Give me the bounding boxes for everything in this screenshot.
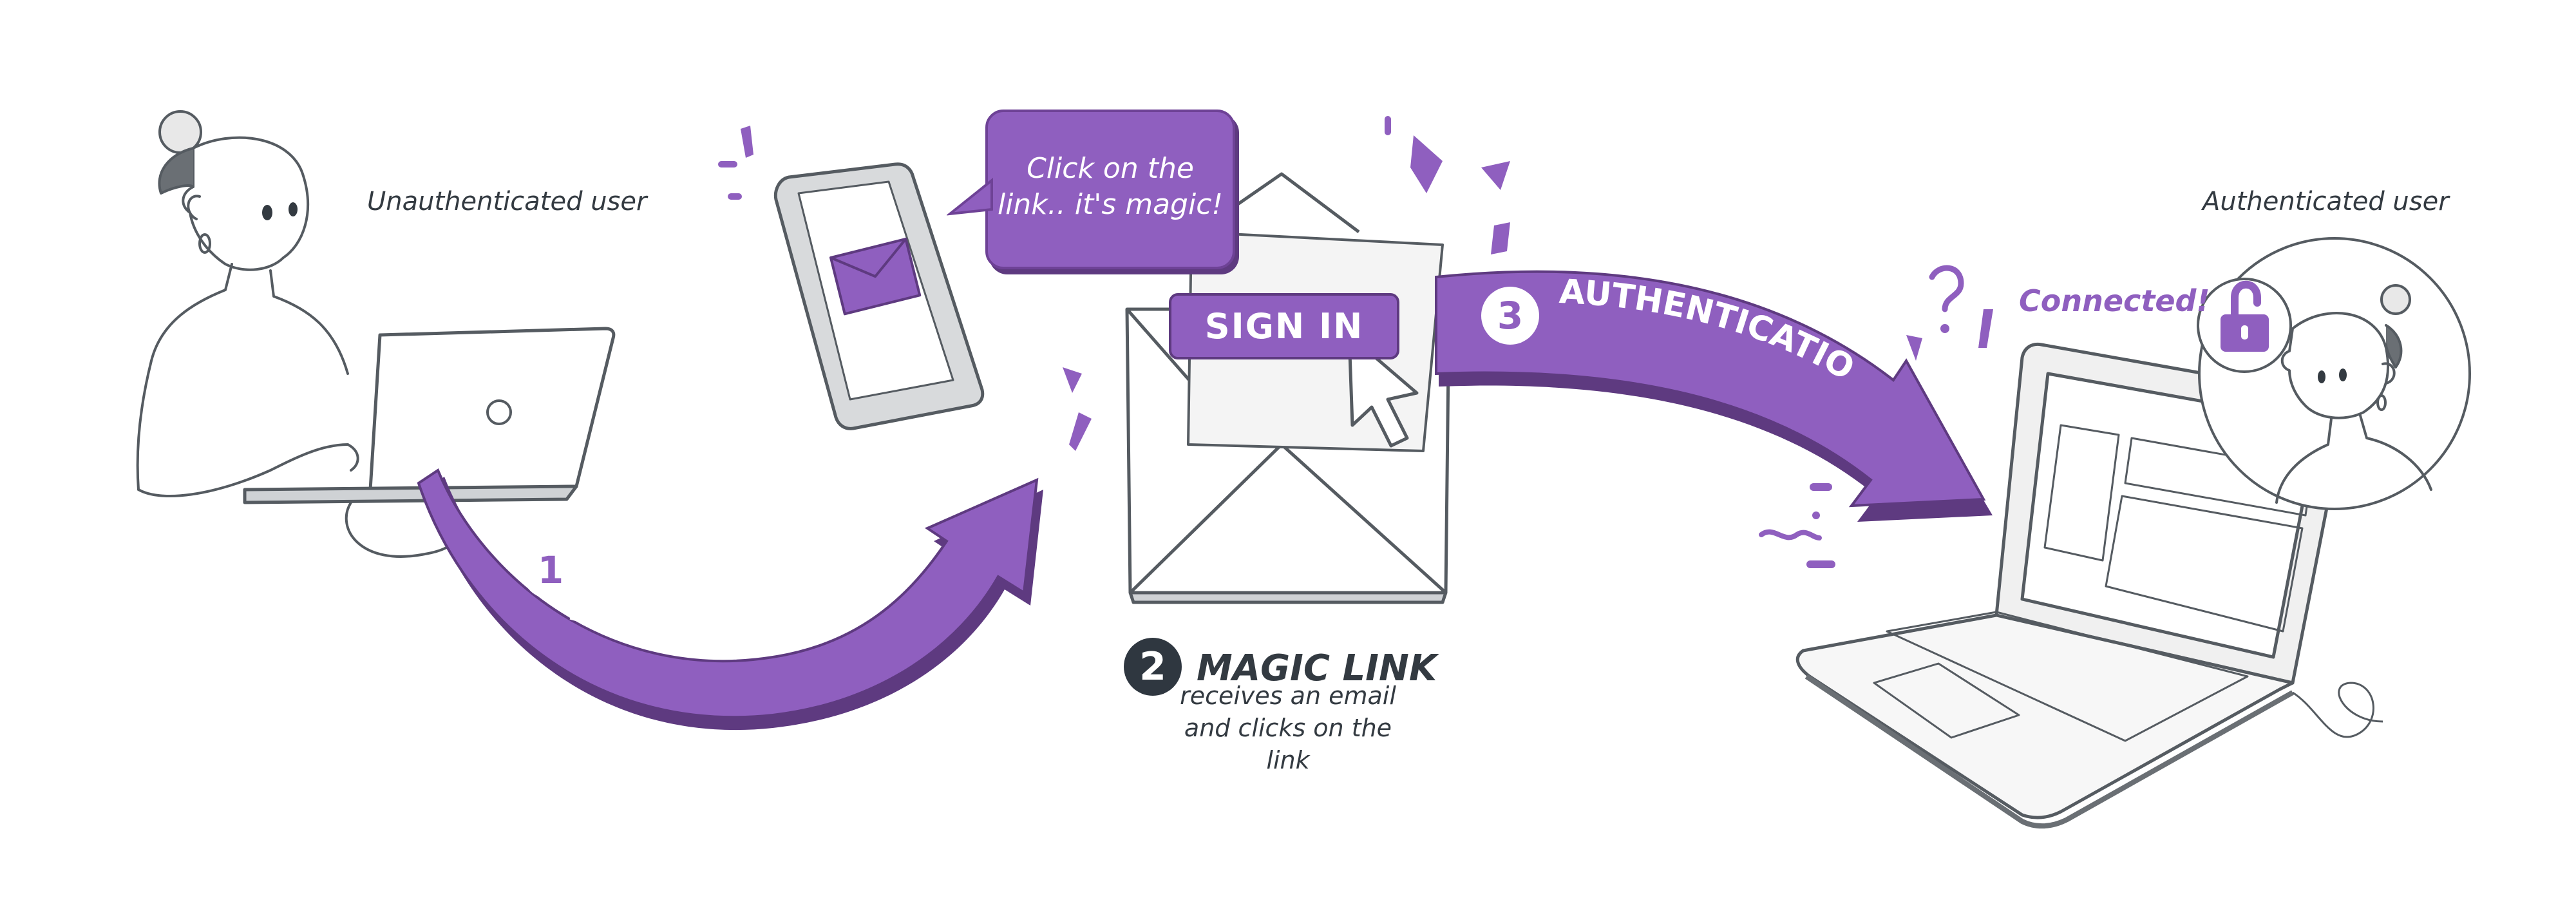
step-2-description-line-2: and clicks on the link [1184, 714, 1392, 774]
speech-bubble-tail [947, 177, 993, 216]
step-3-number: 3 [1497, 294, 1523, 338]
sign-in-button[interactable]: SIGN IN [1169, 293, 1399, 359]
envelope-sparkles [1063, 116, 1510, 451]
connected-label: Connected! [2019, 283, 2210, 318]
speech-bubble-line-1: Click on the [1027, 152, 1194, 185]
step-2-description-line-1: receives an email [1180, 682, 1396, 710]
step-2-badge: 2 [1124, 638, 1182, 696]
step-2-description: receives an email and clicks on the link [1166, 680, 1410, 776]
step-3-arrow [1435, 270, 1993, 522]
step-3-badge: 3 [1481, 287, 1539, 345]
speech-bubble: Click on the link.. it's magic! [985, 110, 1235, 269]
question-sparkles [1906, 265, 1993, 361]
phone-sparkles [718, 126, 753, 200]
step-2-label: MAGIC LINK [1197, 647, 1437, 689]
unauthenticated-user-label: Unauthenticated user [367, 187, 647, 216]
step-1-number: 1 [538, 548, 564, 592]
unauthenticated-user-illustration [136, 110, 616, 558]
step-1-arrow [417, 468, 1043, 731]
speech-bubble-line-2: link.. it's magic! [997, 188, 1224, 221]
speech-bubble-text: Click on the link.. it's magic! [988, 151, 1233, 223]
cursor-icon [1347, 333, 1419, 448]
phone-illustration [773, 162, 985, 430]
unlocked-padlock-icon [2197, 278, 2292, 373]
arrow-3-sparkles [1759, 483, 1835, 568]
step-1-badge: 1 [522, 541, 580, 599]
authenticated-user-label: Authenticated user [2202, 187, 2449, 216]
